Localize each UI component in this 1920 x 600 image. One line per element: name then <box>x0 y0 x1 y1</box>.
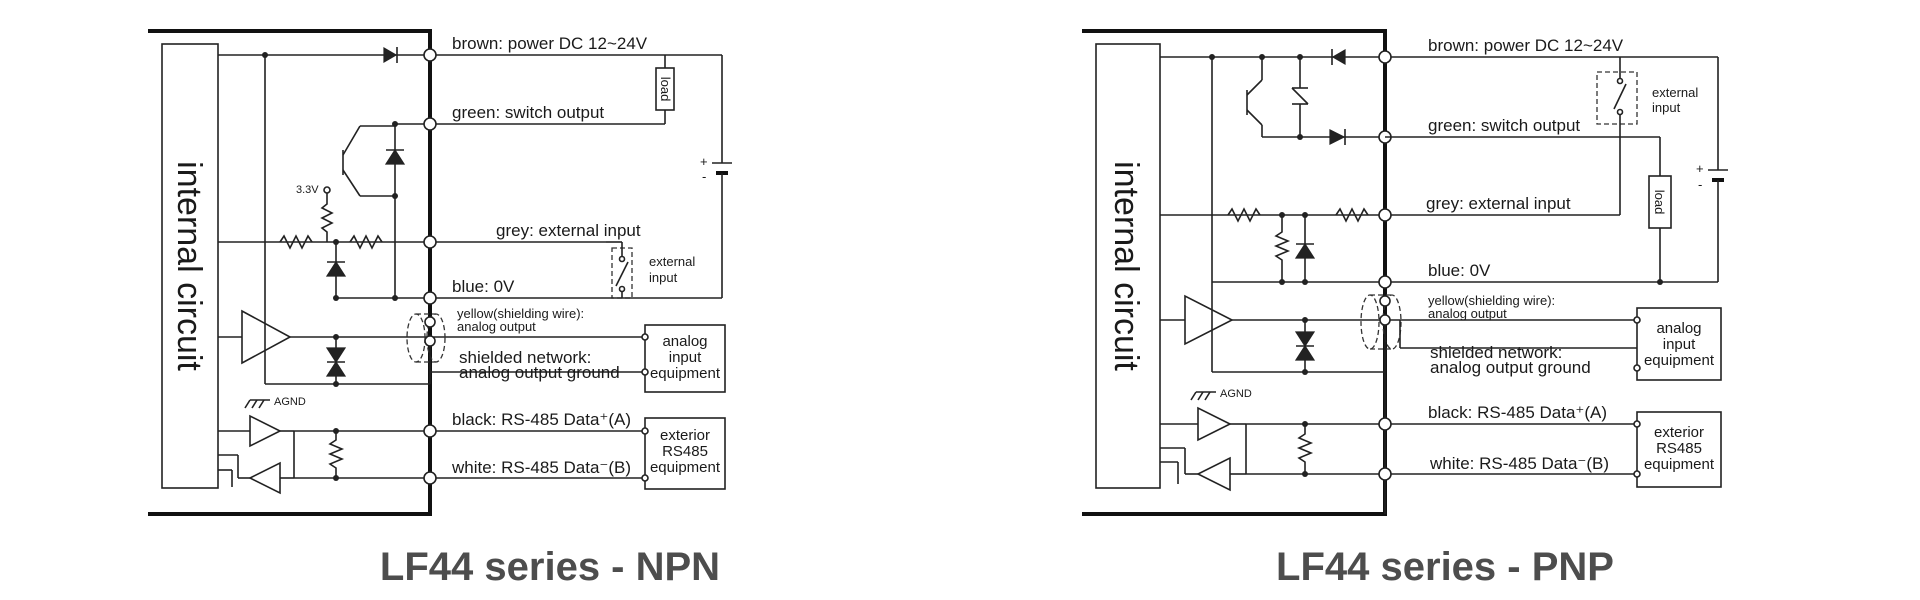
pnp-rs485-box-line-3: equipment <box>1644 456 1715 473</box>
npn-rs485-receiver-icon <box>248 461 281 495</box>
npn-terminal-black <box>423 424 437 438</box>
pnp-input-resistor-icon <box>1227 207 1261 223</box>
pnp-grey-label: grey: external input <box>1426 194 1571 213</box>
pnp-analog-box-line-3: equipment <box>1644 352 1715 369</box>
npn-terminal-brown <box>423 48 437 62</box>
pnp-blue-label: blue: 0V <box>1428 261 1491 280</box>
npn-tvs-icon <box>325 347 347 364</box>
pnp-load-label: load <box>1652 190 1667 215</box>
pnp-output-diode-icon <box>1329 129 1346 145</box>
npn-external-label-1: external <box>649 254 695 269</box>
npn-termination-resistor-icon <box>327 431 345 478</box>
npn-input-zener-icon <box>325 260 347 277</box>
pnp-yellow-label-1: yellow(shielding wire): <box>1428 293 1555 308</box>
npn-shield-label-2: analog output ground <box>459 363 620 382</box>
pnp-internal-circuit-box <box>1095 43 1161 489</box>
pnp-terminal-blue <box>1378 275 1392 289</box>
pnp-internal-circuit-label: internal circuit <box>1107 161 1145 371</box>
pnp-terminal-black <box>1378 417 1392 431</box>
pnp-shield-ellipse <box>1360 294 1380 350</box>
pnp-housing-outline <box>1082 29 1387 516</box>
npn-title: LF44 series - NPN <box>380 545 720 589</box>
npn-rs485-box-line-3: equipment <box>650 459 721 476</box>
pnp-terminal-white <box>1378 467 1392 481</box>
pnp-rs485-box-line-1: exterior <box>1654 424 1704 441</box>
pnp-diode-icon <box>1331 48 1346 66</box>
npn-load-label: load <box>658 77 673 102</box>
pnp-pulldown-resistor-icon <box>1273 215 1291 282</box>
pnp-external-label-2: input <box>1652 100 1681 115</box>
npn-black-label: black: RS-485 Data⁺(A) <box>452 410 631 429</box>
npn-internal-circuit-box <box>161 43 219 489</box>
npn-housing-outline <box>148 29 432 516</box>
pnp-analog-equipment-box <box>1636 307 1722 381</box>
npn-terminal-green <box>423 117 437 131</box>
pnp-brown-label: brown: power DC 12~24V <box>1428 36 1624 55</box>
pnp-rs485-box-line-2: RS485 <box>1656 440 1702 457</box>
pnp-title: LF44 series - PNP <box>1276 545 1614 589</box>
pnp-amplifier-icon <box>1184 294 1234 346</box>
npn-terminal-grey <box>423 235 437 249</box>
pnp-diagram: internal circuit brown: power DC 12~24V … <box>1082 29 1728 589</box>
pnp-agnd-label: AGND <box>1220 388 1252 400</box>
pnp-rs485-receiver-icon <box>1196 456 1231 492</box>
pnp-green-label: green: switch output <box>1428 116 1580 135</box>
npn-3v3-label: 3.3V <box>296 184 319 196</box>
npn-diagram: internal circuit brown: power DC 12~24V … <box>148 29 732 589</box>
npn-grey-label: grey: external input <box>496 221 641 240</box>
pnp-analog-box-line-2: input <box>1663 336 1696 353</box>
npn-pullup-resistor-icon <box>320 193 334 242</box>
npn-input-resistor-icon <box>279 234 313 250</box>
pnp-black-label: black: RS-485 Data⁺(A) <box>1428 403 1607 422</box>
npn-diode-icon <box>383 46 398 64</box>
npn-terminal-white <box>423 471 437 485</box>
pnp-input-zener-icon <box>1294 242 1316 259</box>
npn-analog-equipment-box <box>644 324 726 393</box>
npn-rs485-box-line-1: exterior <box>660 427 710 444</box>
pnp-analog-box-line-1: analog <box>1656 320 1701 337</box>
pnp-rs485-driver-icon <box>1197 406 1232 442</box>
npn-shield-label-1: shielded network: <box>459 348 591 367</box>
npn-shield-ellipse <box>406 313 426 363</box>
npn-battery-minus: - <box>702 169 706 184</box>
pnp-external-input-switch <box>1596 71 1638 125</box>
npn-rs485-box-line-2: RS485 <box>662 443 708 460</box>
npn-blue-label: blue: 0V <box>452 277 515 296</box>
npn-yellow-label-1: yellow(shielding wire): <box>457 306 584 321</box>
npn-internal-circuit-label: internal circuit <box>170 161 208 371</box>
npn-analog-box-line-2: input <box>669 349 702 366</box>
npn-external-label-2: input <box>649 270 678 285</box>
pnp-battery-plus: + <box>1696 161 1704 176</box>
npn-brown-label: brown: power DC 12~24V <box>452 34 648 53</box>
npn-amplifier-icon <box>241 309 292 365</box>
npn-rs485-equipment-box <box>644 417 726 490</box>
pnp-rs485-equipment-box <box>1636 411 1722 488</box>
pnp-shield-label-1: shielded network: <box>1430 343 1562 362</box>
npn-battery-plus: + <box>700 154 708 169</box>
npn-terminal-blue <box>423 291 437 305</box>
npn-white-label: white: RS-485 Data⁻(B) <box>451 458 631 477</box>
npn-zener-icon <box>384 148 406 165</box>
pnp-shield-label-2: analog output ground <box>1430 358 1591 377</box>
pnp-yellow-label-2: analog output <box>1428 306 1507 321</box>
npn-green-label: green: switch output <box>452 103 604 122</box>
pnp-terminal-grey <box>1378 208 1392 222</box>
npn-yellow-label-2: analog output <box>457 319 536 334</box>
npn-analog-box-line-1: analog <box>662 333 707 350</box>
npn-analog-box-line-3: equipment <box>650 365 721 382</box>
pnp-battery-minus: - <box>1698 177 1702 192</box>
pnp-tvs-icon <box>1294 331 1316 348</box>
pnp-white-label: white: RS-485 Data⁻(B) <box>1429 454 1609 473</box>
pnp-external-label-1: external <box>1652 85 1698 100</box>
pnp-terminal-brown <box>1378 50 1392 64</box>
pnp-termination-resistor-icon <box>1296 424 1314 474</box>
npn-rs485-driver-icon <box>249 414 282 448</box>
npn-agnd-label: AGND <box>274 396 306 408</box>
